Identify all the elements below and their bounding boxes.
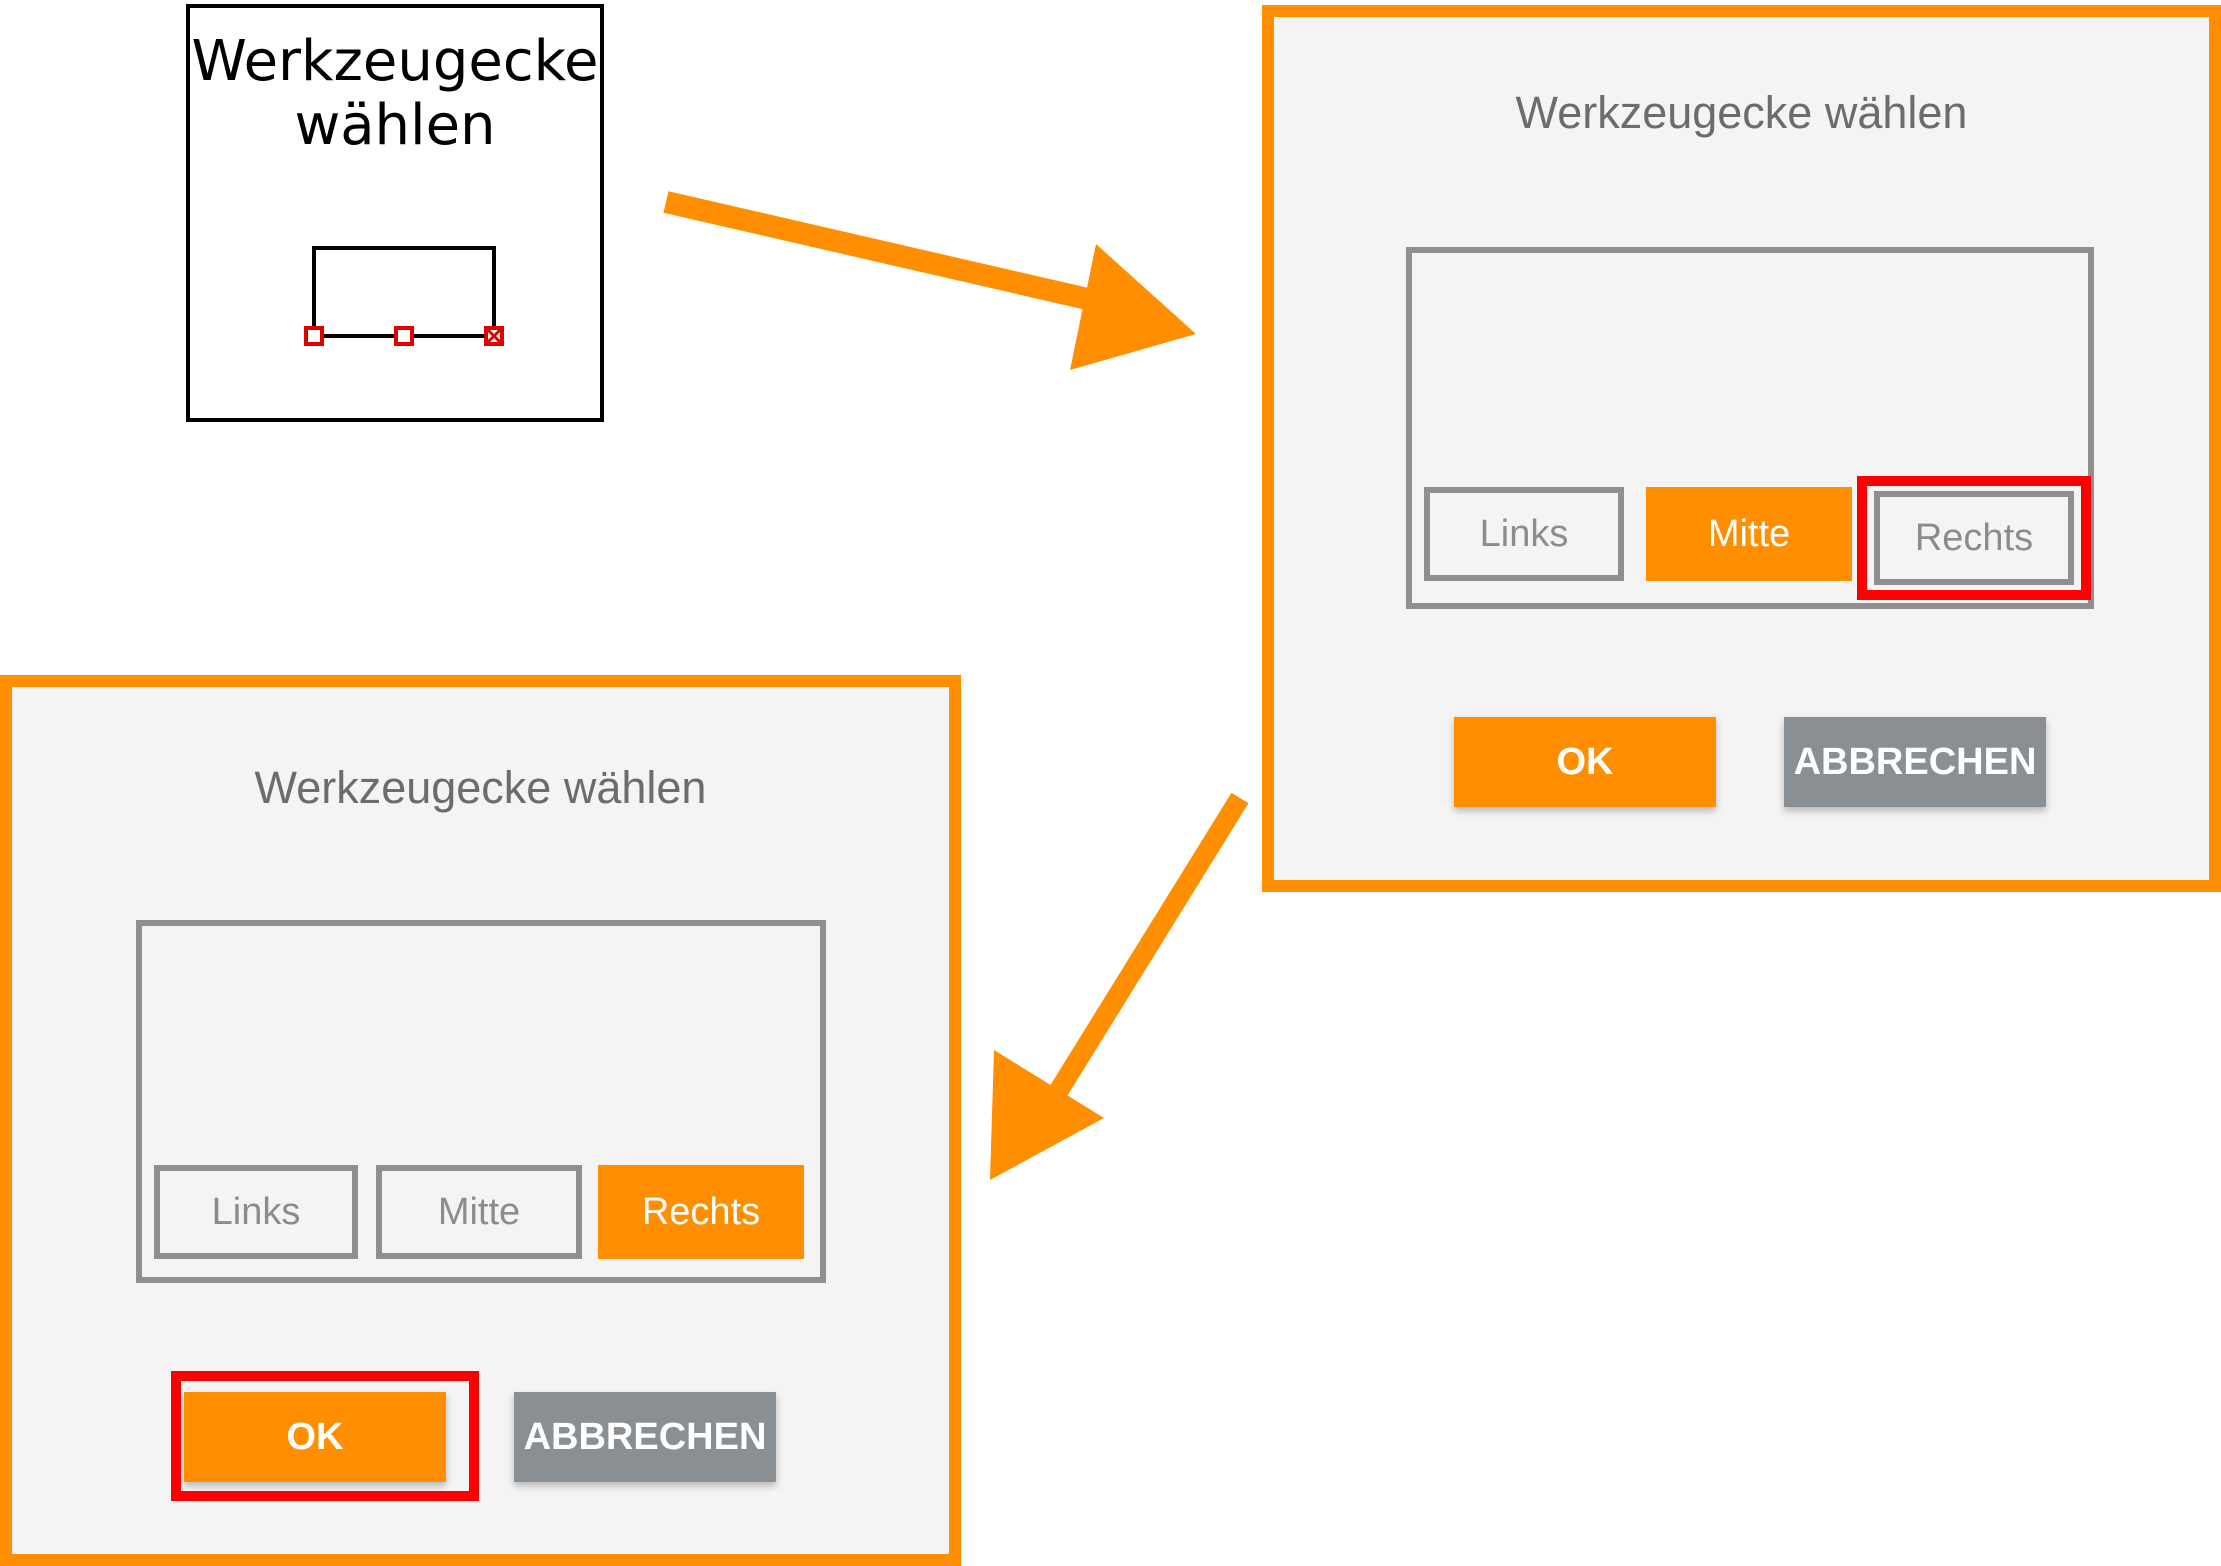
corner-option-left[interactable]: Links — [1424, 487, 1624, 581]
cancel-button[interactable]: ABBRECHEN — [1784, 717, 2046, 807]
ok-button[interactable]: OK — [1454, 717, 1716, 807]
highlight-right-option — [1857, 476, 2091, 600]
corner-option-right[interactable]: Rechts — [1874, 491, 2074, 585]
tool-corner-button[interactable]: Werkzeugecke wählen — [186, 4, 604, 422]
dialog-title: Werkzeugecke wählen — [254, 762, 707, 813]
corner-option-left[interactable]: Links — [154, 1165, 358, 1259]
arrow-down-left-icon — [990, 792, 1249, 1180]
corner-option-center[interactable]: Mitte — [376, 1165, 582, 1259]
corner-option-center[interactable]: Mitte — [1646, 487, 1852, 581]
arrow-right-icon — [663, 191, 1196, 370]
highlight-ok-button — [171, 1371, 479, 1501]
ok-button[interactable]: OK — [184, 1392, 446, 1482]
tool-corner-dialog-step2: Werkzeugecke wählen Links Mitte Rechts O… — [0, 675, 961, 1566]
tool-corner-label: Werkzeugecke wählen — [191, 29, 599, 158]
tool-corner-icon — [304, 246, 504, 346]
dialog-title: Werkzeugecke wählen — [1515, 87, 1968, 138]
cancel-button[interactable]: ABBRECHEN — [514, 1392, 776, 1482]
tool-corner-dialog-step1: Werkzeugecke wählen Links Mitte Rechts O… — [1262, 5, 2221, 892]
corner-option-right[interactable]: Rechts — [598, 1165, 804, 1259]
